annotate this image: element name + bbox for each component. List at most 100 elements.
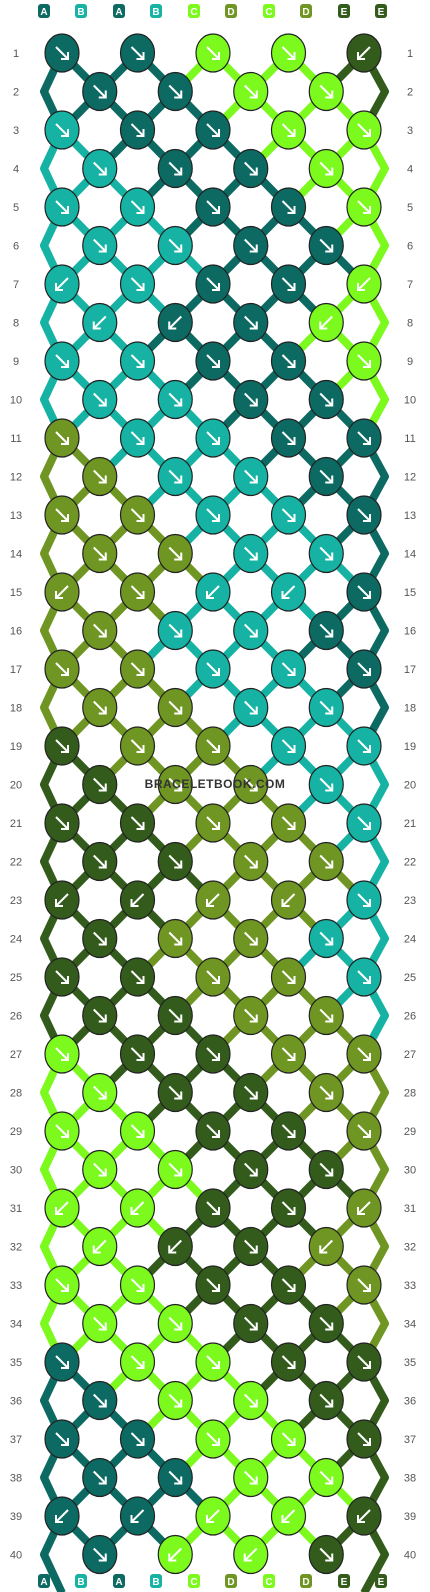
- arrow-down-right-icon: [357, 739, 371, 753]
- arrow-down-right-icon: [93, 1316, 107, 1331]
- strand-tab: [150, 4, 162, 18]
- arrow-down-right-icon: [93, 469, 107, 484]
- arrow-down-right-icon: [319, 1008, 334, 1023]
- arrow-down-right-icon: [55, 46, 69, 60]
- knot: [270, 1342, 307, 1382]
- knot: [346, 1419, 382, 1459]
- arrow-down-left-icon: [206, 585, 220, 599]
- knot: [157, 71, 193, 112]
- knot: [233, 148, 269, 189]
- strand-letter: C: [190, 1577, 197, 1588]
- arrow-down-left-icon: [55, 1509, 69, 1523]
- knot: [308, 687, 344, 728]
- knot: [270, 110, 307, 150]
- knot: [346, 726, 382, 766]
- arrow-down-left-icon: [319, 1239, 333, 1254]
- knot: [195, 1419, 231, 1459]
- arrow-down-right-icon: [206, 1201, 220, 1215]
- knot: [195, 726, 231, 766]
- strand-label-top: D: [225, 4, 237, 18]
- knot: [44, 572, 80, 612]
- arrow-down-right-icon: [244, 700, 258, 715]
- strand-letter: A: [40, 1577, 47, 1588]
- knot: [157, 302, 193, 343]
- arrow-down-right-icon: [206, 123, 220, 137]
- arrow-down-right-icon: [244, 854, 258, 869]
- arrow-down-left-icon: [168, 315, 182, 330]
- knot: [157, 225, 193, 266]
- knot: [44, 957, 80, 997]
- arrow-down-right-icon: [319, 1393, 334, 1408]
- arrow-down-left-icon: [55, 893, 69, 907]
- arrow-down-right-icon: [244, 1162, 258, 1177]
- arrow-down-right-icon: [130, 585, 145, 599]
- knot: [308, 841, 344, 882]
- arrow-down-right-icon: [168, 1470, 183, 1485]
- row-number-left: 38: [10, 1473, 22, 1485]
- knot: [119, 649, 156, 689]
- knot: [270, 1188, 307, 1228]
- arrow-down-left-icon: [206, 1509, 220, 1523]
- knot: [157, 995, 193, 1036]
- row-number-right: 26: [404, 1011, 416, 1023]
- arrow-down-right-icon: [93, 1470, 107, 1485]
- arrow-down-right-icon: [281, 123, 296, 137]
- arrow-down-right-icon: [319, 1470, 334, 1485]
- knot: [44, 264, 80, 304]
- row-number-right: 39: [404, 1511, 416, 1523]
- arrow-down-right-icon: [281, 816, 296, 830]
- arrow-down-right-icon: [357, 1278, 371, 1292]
- arrow-down-right-icon: [93, 777, 107, 792]
- knot: [308, 533, 344, 574]
- knot: [233, 764, 269, 805]
- row-number-left: 39: [10, 1511, 22, 1523]
- row-number-right: 27: [404, 1049, 416, 1061]
- knot: [270, 803, 307, 843]
- knot: [82, 1149, 118, 1190]
- knot: [195, 803, 231, 843]
- row-number-right: 28: [404, 1088, 416, 1100]
- knot: [82, 1457, 118, 1498]
- arrow-down-right-icon: [357, 585, 371, 599]
- row-number-right: 31: [404, 1203, 416, 1215]
- arrow-down-left-icon: [130, 1509, 145, 1523]
- row-number-right: 2: [407, 87, 413, 99]
- arrow-down-right-icon: [168, 623, 183, 638]
- strand-letter: C: [190, 7, 197, 18]
- arrow-down-right-icon: [281, 1278, 296, 1292]
- knot: [119, 187, 156, 227]
- strand-letter: D: [227, 1577, 234, 1588]
- knot: [44, 1419, 80, 1459]
- row-number-right: 1: [407, 48, 413, 60]
- row-number-left: 13: [10, 510, 22, 522]
- row-number-left: 24: [10, 934, 22, 946]
- arrow-down-right-icon: [93, 623, 107, 638]
- knot: [233, 918, 269, 959]
- arrow-down-left-icon: [319, 315, 333, 330]
- arrow-down-right-icon: [244, 161, 258, 176]
- knot: [233, 1380, 269, 1421]
- row-number-right: 21: [404, 818, 416, 830]
- arrow-down-right-icon: [357, 816, 371, 830]
- knot: [308, 1380, 344, 1421]
- strand-letter: D: [227, 7, 234, 18]
- knot: [270, 1034, 307, 1074]
- strand-label-top: D: [300, 4, 312, 18]
- arrow-down-right-icon: [93, 854, 107, 869]
- arrow-down-left-icon: [357, 46, 371, 60]
- knot: [308, 610, 344, 651]
- arrow-down-right-icon: [319, 469, 334, 484]
- row-number-right: 33: [404, 1280, 416, 1292]
- row-number-left: 18: [10, 703, 22, 715]
- knot: [119, 803, 156, 843]
- arrow-down-right-icon: [357, 508, 371, 522]
- arrow-down-right-icon: [55, 816, 69, 830]
- knot: [157, 918, 193, 959]
- row-number-left: 29: [10, 1126, 22, 1138]
- arrow-down-right-icon: [130, 354, 145, 368]
- arrow-down-right-icon: [244, 546, 258, 561]
- knot: [346, 1188, 382, 1228]
- knot: [157, 533, 193, 574]
- strand-tab: [375, 4, 387, 18]
